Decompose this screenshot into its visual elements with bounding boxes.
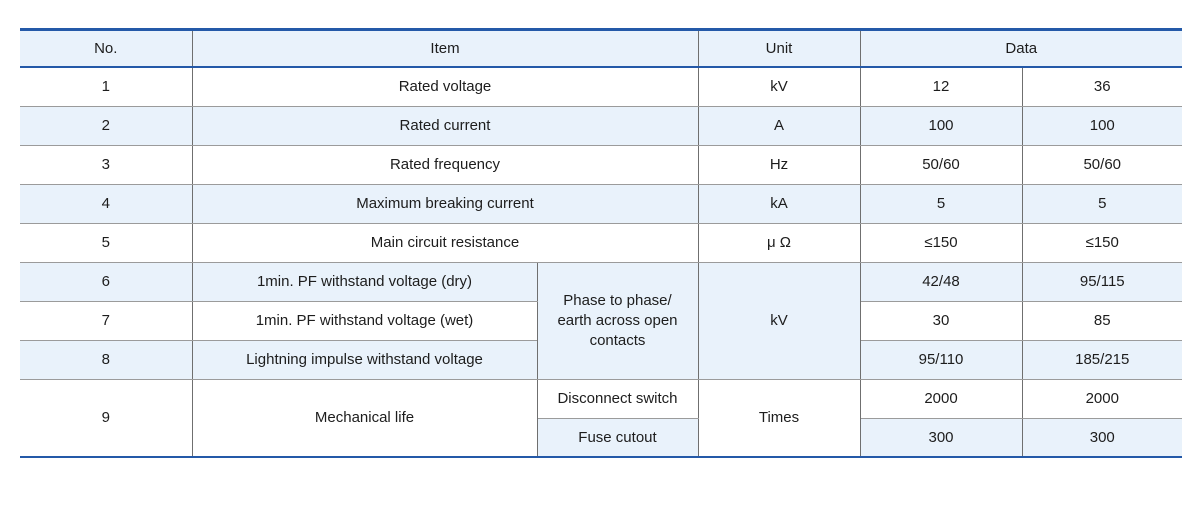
cell-item: Rated current: [191, 105, 699, 146]
table-header-row: No. Item Unit Data: [20, 28, 1182, 68]
merged-phase-cell: Phase to phase/ earth across open contac…: [536, 261, 699, 380]
cell-no: 4: [20, 183, 193, 224]
cell-data2: 95/115: [1021, 261, 1182, 302]
cell-item: Lightning impulse withstand voltage: [191, 339, 538, 380]
cell-item: Mechanical life: [191, 378, 538, 458]
cell-item: 1min. PF withstand voltage (dry): [191, 261, 538, 302]
cell-data1: ≤150: [859, 222, 1023, 263]
cell-unit: kV: [697, 66, 861, 107]
col-header-no: No.: [20, 28, 193, 68]
cell-item: 1min. PF withstand voltage (wet): [191, 300, 538, 341]
cell-no: 8: [20, 339, 193, 380]
cell-data2: 85: [1021, 300, 1182, 341]
cell-no: 3: [20, 144, 193, 185]
table-row: 3 Rated frequency Hz 50/60 50/60: [20, 144, 1182, 185]
cell-data2: 300: [1021, 417, 1182, 458]
cell-item: Main circuit resistance: [191, 222, 699, 263]
cell-item: Maximum breaking current: [191, 183, 699, 224]
table-row: 2 Rated current A 100 100: [20, 105, 1182, 146]
cell-unit: A: [697, 105, 861, 146]
table-row: 6 1min. PF withstand voltage (dry) Phase…: [20, 261, 1182, 380]
cell-data1: 100: [859, 105, 1023, 146]
cell-data2: 2000: [1021, 378, 1182, 419]
cell-data1: 12: [859, 66, 1023, 107]
table-row: 9 Mechanical life Disconnect switch Time…: [20, 378, 1182, 458]
table-row: 4 Maximum breaking current kA 5 5: [20, 183, 1182, 224]
col-header-item: Item: [191, 28, 699, 68]
cell-no: 7: [20, 300, 193, 341]
cell-no: 6: [20, 261, 193, 302]
cell-data2: 185/215: [1021, 339, 1182, 380]
cell-unit: Times: [697, 378, 861, 458]
cell-no: 2: [20, 105, 193, 146]
cell-data1: 5: [859, 183, 1023, 224]
cell-data1: 42/48: [859, 261, 1023, 302]
cell-unit: Hz: [697, 144, 861, 185]
cell-data2: ≤150: [1021, 222, 1182, 263]
spec-table: No. Item Unit Data 1 Rated voltage kV 12…: [20, 28, 1182, 458]
cell-data2: 36: [1021, 66, 1182, 107]
table-row: Fuse cutout 300 300: [20, 417, 1182, 458]
cell-sub-item: Disconnect switch: [536, 378, 699, 419]
cell-data1: 30: [859, 300, 1023, 341]
cell-data1: 2000: [859, 378, 1023, 419]
col-header-data: Data: [859, 28, 1182, 68]
cell-data2: 50/60: [1021, 144, 1182, 185]
table-row: 5 Main circuit resistance μ Ω ≤150 ≤150: [20, 222, 1182, 263]
col-header-unit: Unit: [697, 28, 861, 68]
cell-unit: kA: [697, 183, 861, 224]
cell-data2: 100: [1021, 105, 1182, 146]
merged-unit-cell: kV: [697, 261, 861, 380]
cell-item: Rated voltage: [191, 66, 699, 107]
cell-unit: μ Ω: [697, 222, 861, 263]
cell-data1: 50/60: [859, 144, 1023, 185]
cell-sub-item: Fuse cutout: [536, 417, 699, 458]
table-row: 1 Rated voltage kV 12 36: [20, 66, 1182, 107]
cell-no: 9: [20, 378, 193, 458]
cell-no: 1: [20, 66, 193, 107]
cell-data1: 95/110: [859, 339, 1023, 380]
cell-data1: 300: [859, 417, 1023, 458]
cell-no: 5: [20, 222, 193, 263]
cell-data2: 5: [1021, 183, 1182, 224]
cell-item: Rated frequency: [191, 144, 699, 185]
